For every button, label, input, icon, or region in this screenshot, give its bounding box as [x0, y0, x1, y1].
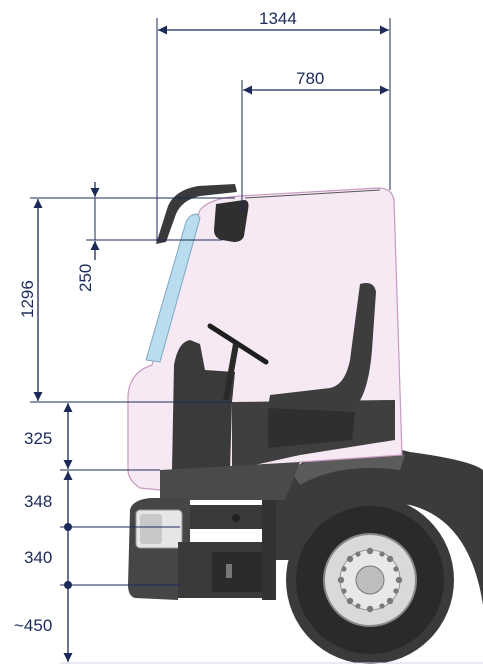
step-box-upper [190, 505, 268, 529]
steering-column [223, 343, 239, 401]
mirror-arm-icon [156, 184, 237, 244]
mirror-head-icon [214, 200, 249, 242]
dimension-label-325: 325 [24, 429, 52, 448]
lower-step-panel [160, 462, 300, 500]
dimension-label-1344: 1344 [259, 9, 297, 28]
dimension-label-450: ~450 [14, 616, 52, 635]
wheel-fender [268, 442, 483, 605]
dimension-label-250: 250 [76, 264, 95, 292]
step-bolt [232, 514, 240, 522]
headlight-inner [140, 514, 162, 544]
truck-cab-illustration [60, 184, 483, 664]
windshield-glass [145, 213, 201, 363]
dimension-node-2 [64, 581, 72, 589]
dashboard-console [172, 340, 235, 470]
seat-base [268, 408, 355, 448]
dimension-label-348: 348 [24, 492, 52, 511]
chassis-rail [262, 500, 276, 600]
dimension-label-340: 340 [24, 548, 52, 567]
roof-line [244, 189, 381, 199]
dimension-label-1296: 1296 [18, 280, 37, 318]
dimension-lines: 1344 780 1296 250 325 348 340 ~450 [14, 9, 391, 662]
dimension-label-780: 780 [296, 69, 324, 88]
dimension-node-1 [64, 523, 72, 531]
fuel-tank-icon [226, 564, 232, 578]
steering-wheel-icon [207, 323, 269, 365]
front-wheel-icon [286, 496, 454, 664]
driver-seat-icon [268, 283, 376, 420]
step-recess [212, 552, 270, 592]
